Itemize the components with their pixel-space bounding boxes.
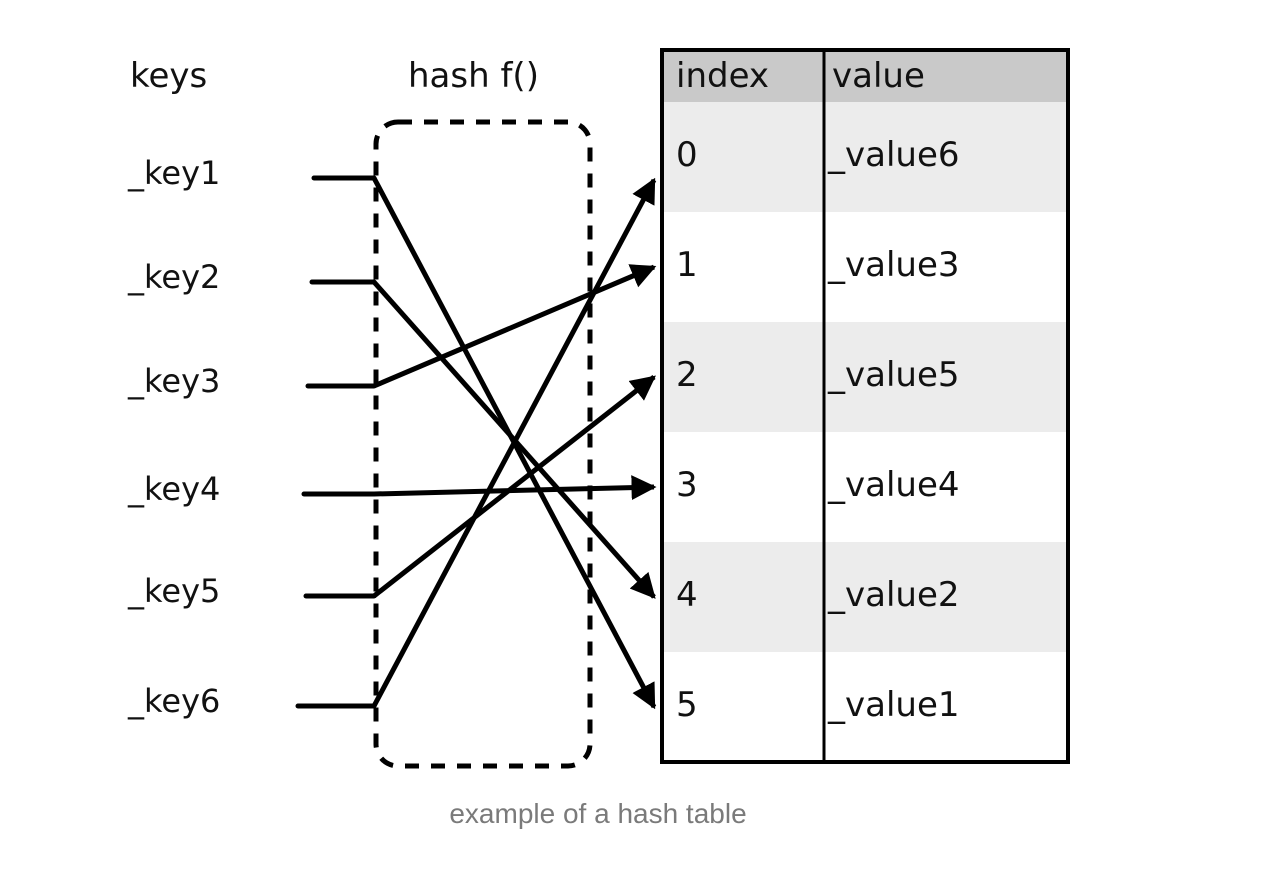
table-cell-value: _value4 [828, 465, 960, 505]
table-cell-value: _value3 [828, 245, 960, 285]
key-label: _key1 [128, 154, 221, 192]
table-cell-index: 0 [676, 135, 698, 175]
key-label: _key4 [128, 470, 221, 508]
table-row [662, 102, 1068, 212]
table-border [660, 48, 1070, 764]
table-cell-value: _value5 [828, 355, 960, 395]
key-label: _key2 [128, 258, 221, 296]
key-label: _key3 [128, 362, 221, 400]
table-cell-index: 1 [676, 245, 698, 285]
hash-function-box [373, 119, 593, 769]
key-label: _key6 [128, 682, 221, 720]
hash-mapping-arrow [373, 475, 657, 501]
caption: example of a hash table [449, 798, 747, 829]
table-header-row [662, 50, 1068, 102]
table-cell-value: _value6 [828, 135, 960, 175]
table-row [662, 322, 1068, 432]
key-label: _key5 [128, 572, 221, 610]
table-row [662, 652, 1068, 762]
table-row [662, 542, 1068, 652]
table-header-index: index [676, 56, 770, 96]
table-cell-index: 5 [676, 685, 698, 725]
table-row [662, 432, 1068, 542]
table-cell-index: 4 [676, 575, 698, 615]
table-cell-value: _value1 [828, 685, 960, 725]
table-cell-value: _value2 [828, 575, 960, 615]
table-cell-index: 2 [676, 355, 698, 395]
table-cell-index: 3 [676, 465, 698, 505]
hash-mapping-arrow [373, 264, 657, 389]
table-header-value: value [832, 56, 925, 96]
table-row [662, 212, 1068, 322]
hash-function-header: hash f() [408, 56, 539, 96]
hash-mapping-arrow [372, 375, 656, 598]
hash-mapping-arrow [371, 177, 657, 708]
keys-header: keys [130, 56, 208, 96]
